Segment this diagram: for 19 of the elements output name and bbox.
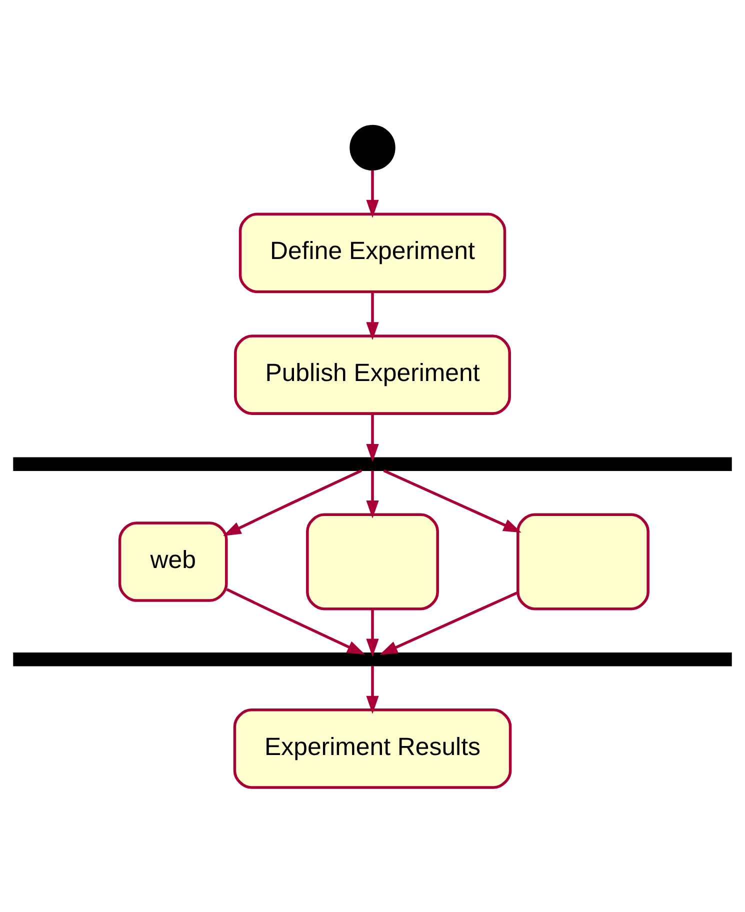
arrow <box>223 468 362 536</box>
node-box: Define Experiment <box>238 212 506 293</box>
arrow <box>226 588 366 654</box>
arrow <box>366 292 379 340</box>
node-box: Publish Experiment <box>234 334 511 414</box>
arrow <box>366 470 379 518</box>
node-box: Experiment Results <box>233 708 512 788</box>
arrow <box>366 665 379 714</box>
node-box: web <box>118 521 228 602</box>
arrow <box>380 590 518 654</box>
node-box <box>516 512 650 610</box>
node-bar <box>13 652 732 666</box>
arrow <box>383 468 522 532</box>
node-circle <box>350 124 396 170</box>
node-box <box>306 512 439 610</box>
node-bar <box>13 456 732 471</box>
arrow <box>366 170 379 218</box>
arrow <box>366 413 379 462</box>
arrow <box>366 608 379 656</box>
